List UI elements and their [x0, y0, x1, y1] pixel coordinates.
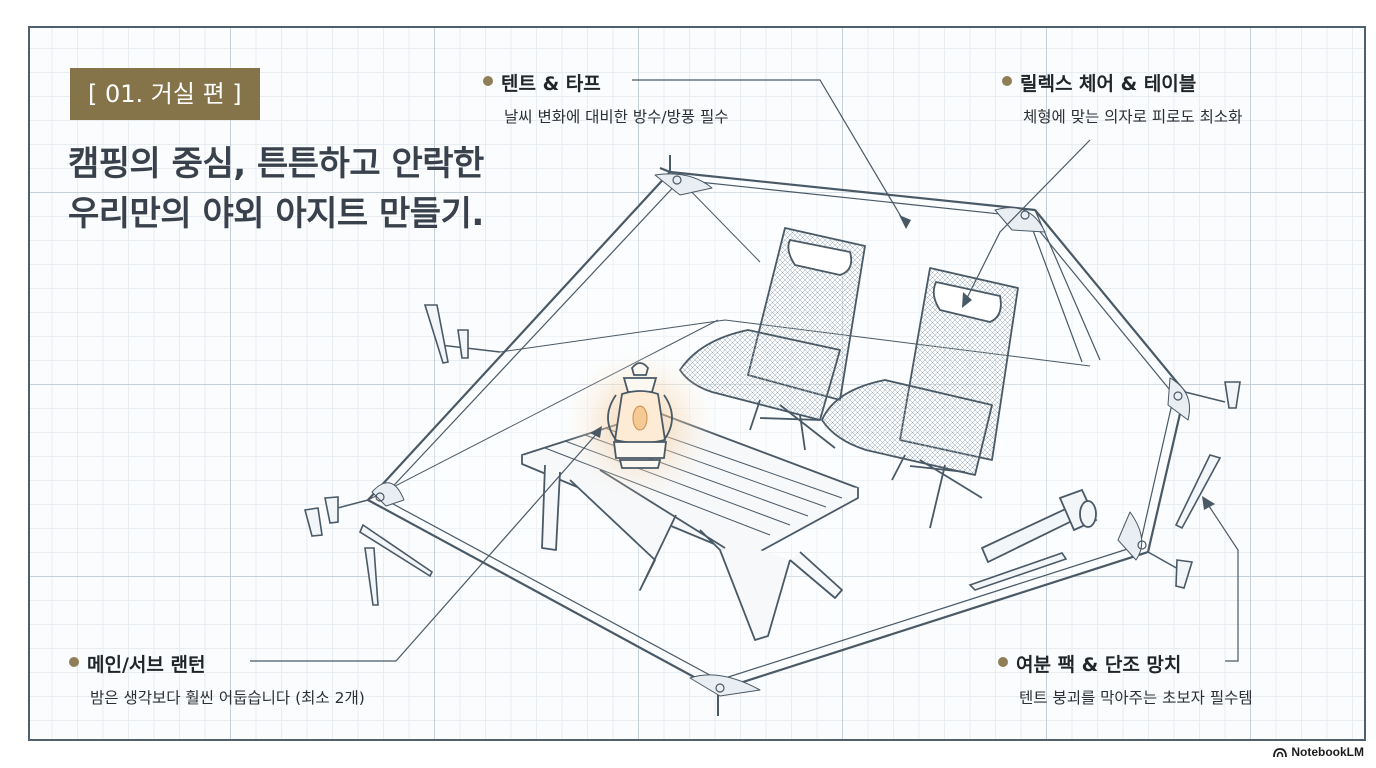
headline-line-1: 캠핑의 중심, 튼튼하고 안락한 — [68, 144, 484, 184]
headline-line-2: 우리만의 야외 아지트 만들기. — [68, 194, 484, 234]
bullet-dot-icon — [69, 657, 79, 667]
tent-tarp-drawing — [329, 155, 1226, 716]
notebooklm-logo-icon — [1273, 747, 1288, 757]
hammer-drawing — [980, 488, 1098, 564]
lantern-drawing — [562, 347, 718, 503]
bullet-dot-icon — [1002, 76, 1012, 86]
tent-pegs-drawing — [303, 304, 1241, 606]
section-label: [ 01. 거실 편 ] — [70, 68, 260, 120]
page-headline: 캠핑의 중심, 튼튼하고 안락한 우리만의 야외 아지트 만들기. — [68, 139, 588, 239]
callout-title: 릴렉스 체어 & 테이블 — [1020, 73, 1197, 95]
callout-chair-table: 릴렉스 체어 & 테이블 체형에 맞는 의자로 피로도 최소화 — [1002, 69, 1242, 127]
callout-title: 여분 팩 & 단조 망치 — [1016, 654, 1182, 676]
callout-title: 텐트 & 타프 — [501, 73, 601, 95]
notebooklm-brand: NotebookLM — [1273, 745, 1364, 759]
brand-name: NotebookLM — [1291, 745, 1364, 759]
callout-title: 메인/서브 랜턴 — [87, 654, 206, 676]
bullet-dot-icon — [998, 657, 1008, 667]
callout-lantern: 메인/서브 랜턴 밤은 생각보다 훨씬 어둡습니다 (최소 2개) — [69, 650, 365, 708]
relax-chairs-drawing — [679, 227, 1019, 529]
bullet-dot-icon — [483, 76, 493, 86]
callout-arrowheads — [590, 215, 1215, 510]
callout-tent-tarp: 텐트 & 타프 날씨 변화에 대비한 방수/방풍 필수 — [483, 69, 729, 127]
callout-leader-lines — [250, 79, 1239, 662]
callout-description: 밤은 생각보다 훨씬 어둡습니다 (최소 2개) — [90, 689, 365, 707]
callout-description: 체형에 맞는 의자로 피로도 최소화 — [1023, 108, 1243, 126]
callout-description: 텐트 붕괴를 막아주는 초보자 필수템 — [1019, 689, 1253, 707]
callout-pegs-hammer: 여분 팩 & 단조 망치 텐트 붕괴를 막아주는 초보자 필수템 — [998, 650, 1253, 708]
callout-description: 날씨 변화에 대비한 방수/방풍 필수 — [504, 108, 729, 126]
